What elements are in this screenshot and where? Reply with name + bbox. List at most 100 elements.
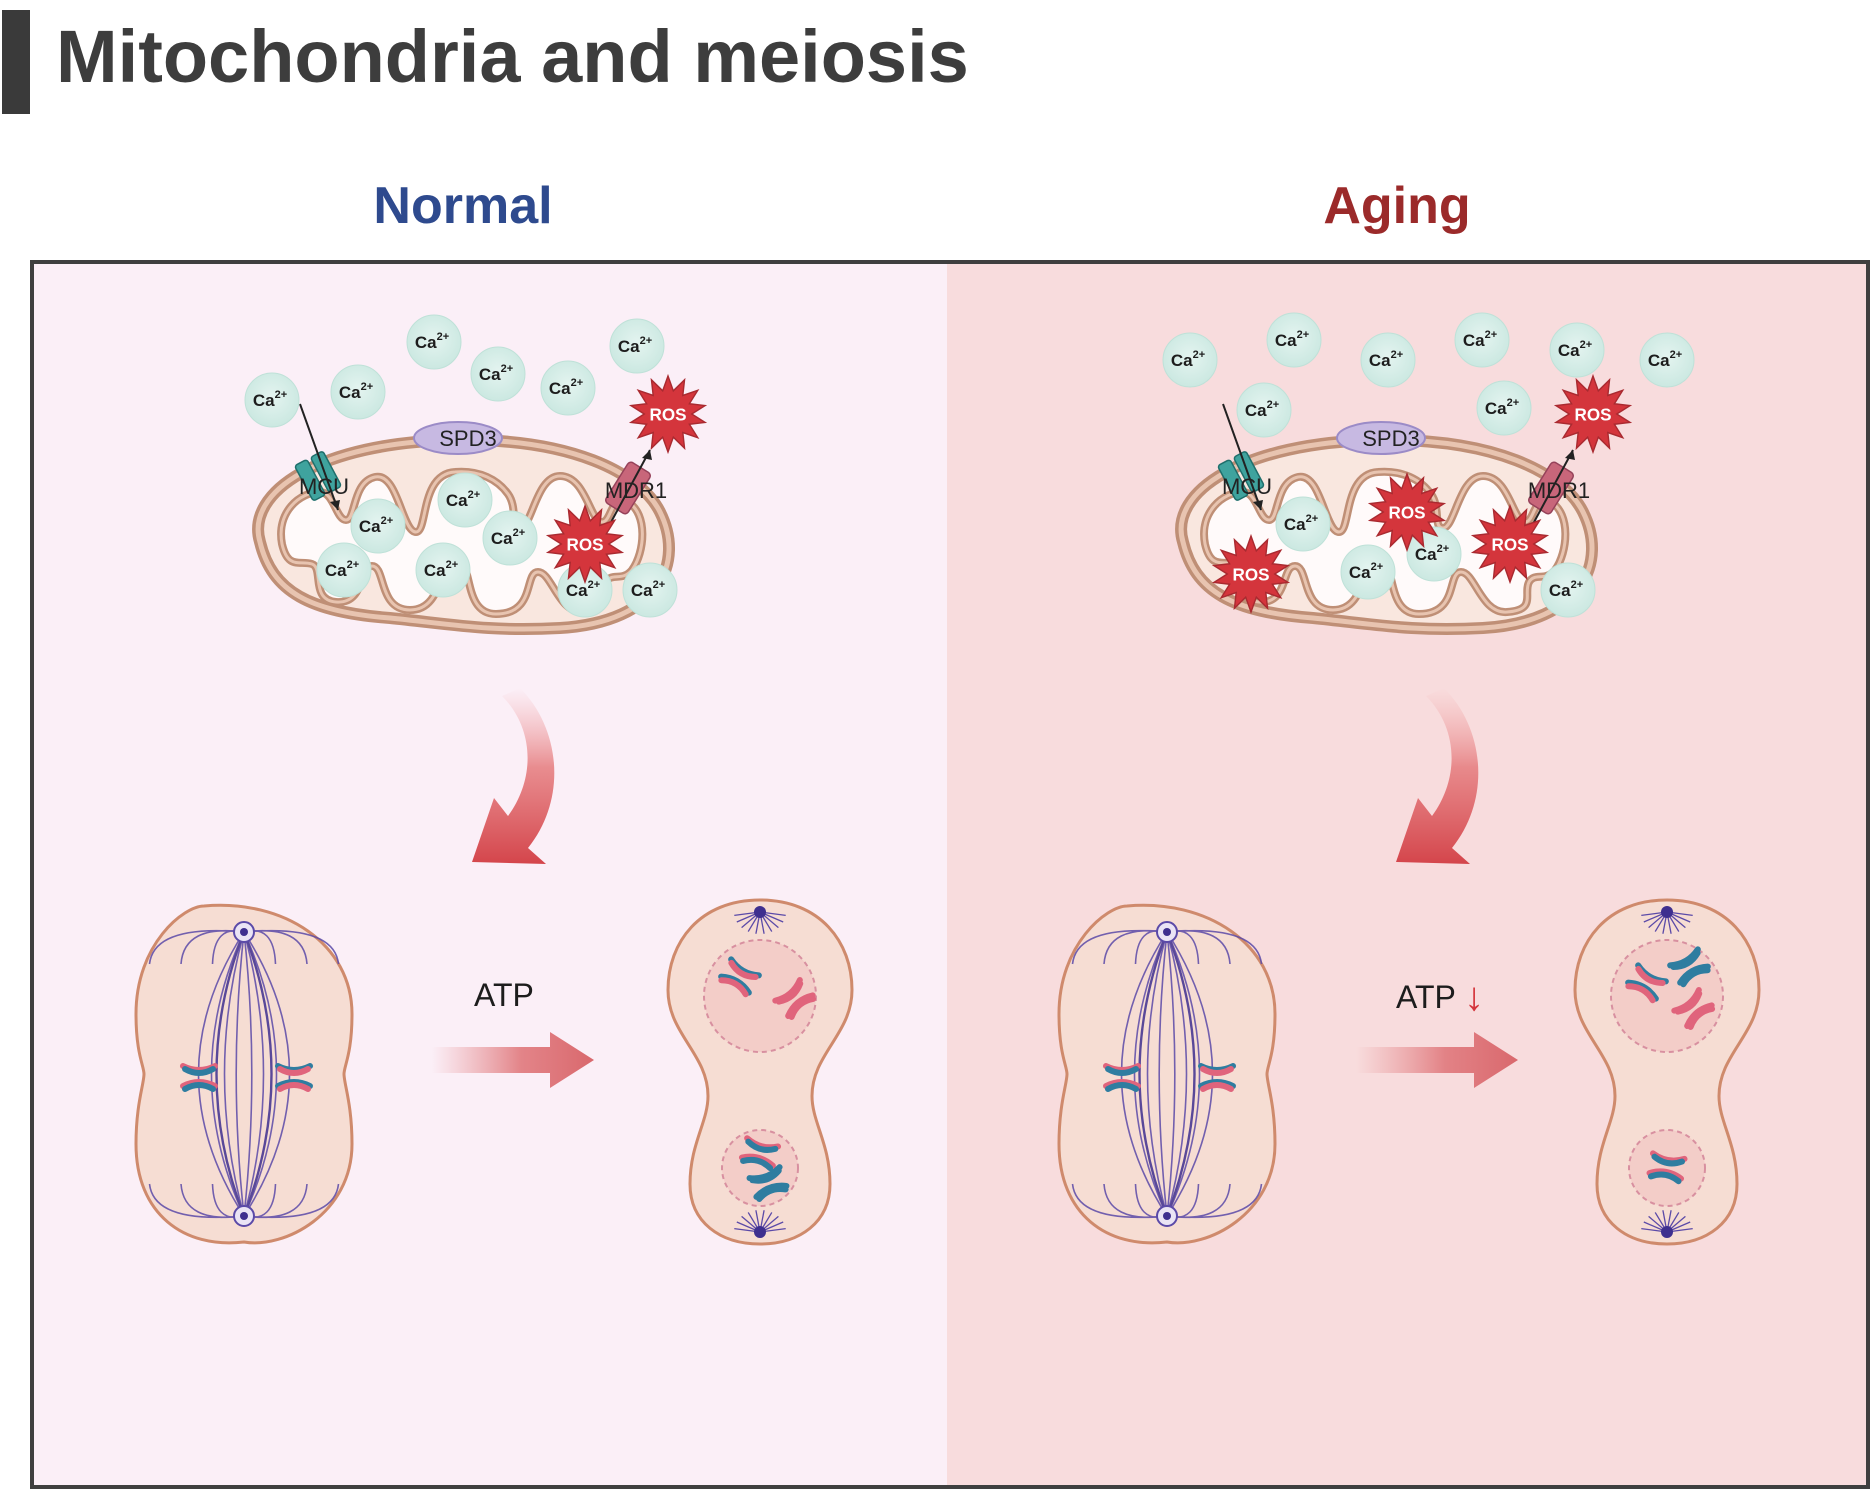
calcium-ion-label: Ca2+ [253,389,287,410]
chromosome-pair [746,1164,790,1203]
mcu-arrow [299,403,339,511]
mcu-label: MCU [299,474,349,499]
calcium-ion: Ca2+ [470,346,526,402]
calcium-ion: Ca2+ [1360,332,1416,388]
calcium-ion: Ca2+ [482,510,538,566]
mdr1-arrow [1532,449,1574,525]
chromosome-pair [1198,1063,1236,1092]
spd3-label: SPD3 [439,426,496,451]
calcium-ion-label: Ca2+ [339,381,373,402]
ros-burst: ROS [1211,533,1291,615]
calcium-ion-label: Ca2+ [479,363,513,384]
atp-arrow [432,1032,594,1088]
chromosome-pair [180,1063,218,1092]
ros-label: ROS [1388,504,1425,523]
ros-burst: ROS [1470,503,1550,585]
calcium-ion-label: Ca2+ [1485,397,1519,418]
calcium-ion: Ca2+ [622,562,678,618]
cell-membrane [1057,903,1277,1245]
calcium-ion-label: Ca2+ [1245,399,1279,420]
metaphase-cell [1057,903,1277,1245]
calcium-ion: Ca2+ [350,498,406,554]
cell-membrane [134,903,354,1245]
chromosome-pair [1667,946,1711,988]
title-accent-bar [2,10,30,114]
calcium-ion: Ca2+ [244,372,300,428]
mcu-arrow [1222,403,1262,511]
calcium-ion: Ca2+ [1454,312,1510,368]
curved-arrow [472,688,555,864]
chromosome-pair [275,1063,313,1092]
calcium-ion-label: Ca2+ [446,489,480,510]
dividing-cell [1573,898,1761,1246]
panel-frame [30,260,1870,1489]
calcium-ion: Ca2+ [1639,332,1695,388]
calcium-ion-label: Ca2+ [325,559,359,580]
calcium-ion-label: Ca2+ [1415,543,1449,564]
mcu-channel [294,451,342,501]
calcium-ion-label: Ca2+ [618,335,652,356]
calcium-ion-label: Ca2+ [566,579,600,600]
calcium-ion-label: Ca2+ [415,331,449,352]
mcu-label: MCU [1222,474,1272,499]
calcium-ion: Ca2+ [316,542,372,598]
mcu-channel [1217,451,1265,501]
chromosome-pair [772,977,817,1020]
calcium-ion-label: Ca2+ [549,377,583,398]
spd3-protein [413,421,503,455]
curved-arrow [1396,688,1479,864]
calcium-ion-label: Ca2+ [631,579,665,600]
calcium-ion: Ca2+ [1476,380,1532,436]
ros-burst: ROS [628,373,708,455]
chromosome-pair [738,1135,782,1172]
chromosome-pair [718,956,762,998]
calcium-ion-label: Ca2+ [424,559,458,580]
centrosome [754,906,766,918]
spd3-label: SPD3 [1362,426,1419,451]
calcium-ion: Ca2+ [330,364,386,420]
ros-label: ROS [1574,406,1611,425]
ros-burst: ROS [1367,471,1447,553]
calcium-ion: Ca2+ [540,360,596,416]
calcium-ion-label: Ca2+ [491,527,525,548]
ros-label: ROS [566,536,603,555]
centrosome [1661,906,1673,918]
ros-label: ROS [1232,566,1269,585]
calcium-ion-label: Ca2+ [1558,339,1592,360]
nucleus-top [1610,939,1724,1053]
metaphase-cell [134,903,354,1245]
atp-arrow [1356,1032,1518,1088]
spd3-protein [1336,421,1426,455]
atp-label: ATP [1396,979,1456,1015]
mdr1-label: MDR1 [1528,478,1590,503]
centrosome [754,1226,766,1238]
calcium-ion: Ca2+ [1549,322,1605,378]
calcium-ion-label: Ca2+ [359,515,393,536]
calcium-ion-label: Ca2+ [1648,349,1682,370]
nucleus-bottom [1628,1129,1706,1207]
calcium-ion: Ca2+ [1236,382,1292,438]
normal-heading: Normal [373,177,552,235]
calcium-ion-label: Ca2+ [1549,579,1583,600]
calcium-ion-label: Ca2+ [1349,561,1383,582]
page-title: Mitochondria and meiosis [56,15,969,98]
calcium-ion: Ca2+ [1266,312,1322,368]
mdr1-arrow [609,449,651,525]
mdr1-label: MDR1 [605,478,667,503]
calcium-ion: Ca2+ [1340,544,1396,600]
atp-label: ATP [474,977,534,1013]
calcium-ion-label: Ca2+ [1284,513,1318,534]
calcium-ion-label: Ca2+ [1463,329,1497,350]
ros-burst: ROS [545,503,625,585]
calcium-ion: Ca2+ [437,472,493,528]
ros-label: ROS [649,406,686,425]
ros-burst: ROS [1553,373,1633,455]
chromosome-pair [1103,1063,1141,1092]
ros-label: ROS [1491,536,1528,555]
calcium-ion: Ca2+ [1540,562,1596,618]
calcium-ion: Ca2+ [415,542,471,598]
